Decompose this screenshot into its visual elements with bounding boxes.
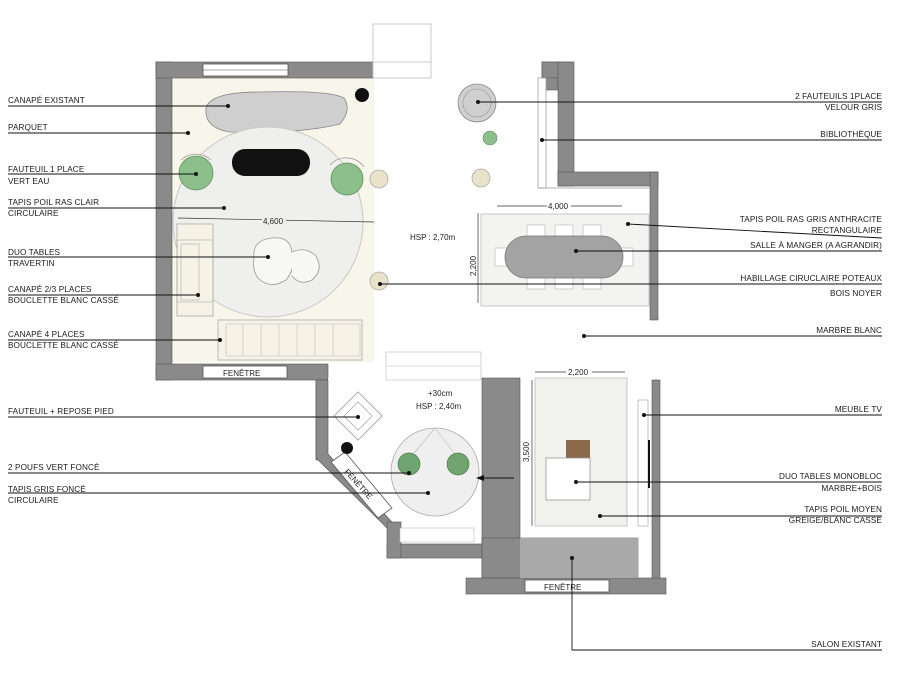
- label-duo-tables-monobloc-2: MARBRE+BOIS: [822, 484, 883, 493]
- top-opening: [372, 23, 432, 79]
- dim-3500: 3,500: [522, 441, 531, 462]
- pouf-vert-fonce-2: [446, 452, 470, 476]
- label-bibliotheque: BIBLIOTHÈQUE: [820, 129, 882, 139]
- salle-a-manger-table: [504, 235, 624, 279]
- label-tapis-anthracite-2: RECTANGULAIRE: [812, 226, 883, 235]
- black-ottoman: [232, 149, 310, 176]
- label-habillage-poteaux-2: BOIS NOYER: [830, 289, 882, 298]
- duo-tables-travertin: [253, 237, 294, 285]
- label-fauteuil-repose-pied: FAUTEUIL + REPOSE PIED: [8, 407, 114, 416]
- label-canape-2-3: CANAPÉ 2/3 PLACES: [8, 284, 92, 294]
- window-label-3: FENÊTRE: [544, 583, 581, 592]
- label-tapis-greige-2: GREIGE/BLANC CASSÉ: [789, 515, 883, 525]
- dim-4000: 4,000: [548, 202, 569, 211]
- canape-4-places: [217, 319, 363, 361]
- duo-tables-bois: [566, 440, 590, 458]
- right-labels: 2 FAUTEUILS 1PLACE VELOUR GRIS BIBLIOTHÈ…: [740, 92, 883, 649]
- left-leaders: [8, 104, 430, 495]
- poteau-2: [369, 271, 389, 291]
- label-tapis-anthracite: TAPIS POIL RAS GRIS ANTHRACITE: [740, 215, 883, 224]
- label-tapis-gris-fonce-2: CIRCULAIRE: [8, 496, 59, 505]
- label-salon-existant: SALON EXISTANT: [811, 640, 882, 649]
- dim-2200-vertical: 2,200: [469, 255, 478, 276]
- black-side-table: [355, 88, 369, 102]
- bibliotheque: [537, 77, 547, 189]
- label-fauteuil-vert-eau: FAUTEUIL 1 PLACE: [8, 165, 85, 174]
- lower-window-bottom: [399, 527, 475, 543]
- fauteuil-vert-eau-right: [330, 162, 364, 196]
- left-labels: CANAPÉ EXISTANT PARQUET FAUTEUIL 1 PLACE…: [8, 95, 119, 505]
- meuble-tv: [637, 399, 649, 527]
- label-duo-tables-monobloc: DUO TABLES MONOBLOC: [779, 472, 882, 481]
- poteau-1: [369, 169, 389, 189]
- label-marbre-blanc: MARBRE BLANC: [816, 326, 882, 335]
- duo-tables-marbre: [545, 457, 591, 501]
- dim-2200-horizontal: 2,200: [568, 368, 589, 377]
- label-canape-4-2: BOUCLETTE BLANC CASSÉ: [8, 340, 119, 350]
- label-fauteuils-gris-2: VELOUR GRIS: [825, 103, 883, 112]
- label-parquet: PARQUET: [8, 123, 48, 132]
- label-poufs: 2 POUFS VERT FONCÉ: [8, 462, 100, 472]
- window-label-1: FENÊTRE: [223, 369, 260, 378]
- poteau-3: [471, 168, 491, 188]
- label-duo-tables: DUO TABLES: [8, 248, 61, 257]
- label-fauteuil-vert-eau-2: VERT EAU: [8, 177, 49, 186]
- label-canape-4: CANAPÉ 4 PLACES: [8, 329, 85, 339]
- label-tapis-gris-fonce: TAPIS GRIS FONCÉ: [8, 484, 86, 494]
- window-angled: [330, 451, 393, 519]
- plus-30cm: +30cm: [428, 389, 453, 398]
- label-canape-existant: CANAPÉ EXISTANT: [8, 95, 85, 105]
- label-tapis-clair: TAPIS POIL RAS CLAIR: [8, 198, 99, 207]
- label-tapis-greige: TAPIS POIL MOYEN: [804, 505, 882, 514]
- black-side-table-2: [341, 442, 353, 454]
- dim-4600: 4,600: [263, 217, 284, 226]
- label-duo-tables-2: TRAVERTIN: [8, 259, 55, 268]
- label-tapis-clair-2: CIRCULAIRE: [8, 209, 59, 218]
- label-fauteuils-gris: 2 FAUTEUILS 1PLACE: [795, 92, 882, 101]
- window-salon: [524, 579, 610, 593]
- canape-2-3-places: [176, 223, 214, 317]
- hsp-low: HSP : 2,40m: [416, 402, 462, 411]
- label-meuble-tv: MEUBLE TV: [835, 405, 883, 414]
- label-salle-a-manger: SALLE À MANGER (A AGRANDIR): [750, 240, 882, 250]
- right-leaders: [378, 100, 883, 651]
- small-green-table: [482, 130, 498, 146]
- hsp-main: HSP : 2,70m: [410, 233, 456, 242]
- label-canape-2-3-2: BOUCLETTE BLANC CASSÉ: [8, 295, 119, 305]
- canape-existant: [205, 91, 348, 133]
- window-bottom-left: [202, 365, 288, 379]
- label-habillage-poteaux: HABILLAGE CIRUCLAIRE POTEAUX: [740, 274, 882, 283]
